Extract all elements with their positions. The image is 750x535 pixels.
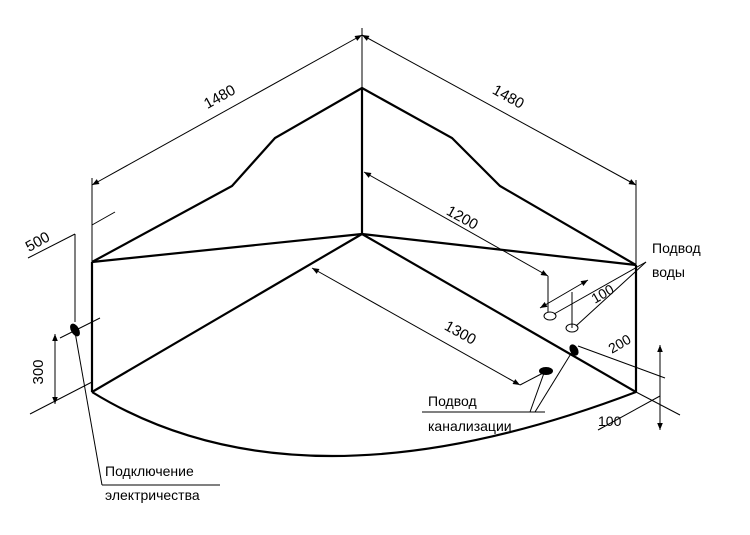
water-callout: Подвод воды	[553, 240, 701, 327]
dim-edge-offset-label: 100	[598, 413, 622, 429]
dim-height: 500	[23, 211, 116, 322]
bathtub-outline	[90, 87, 638, 457]
front-arc	[91, 390, 637, 457]
drain-label-line2: канализации	[428, 418, 512, 434]
dim-drain-offset: 200	[577, 331, 666, 420]
inner-left-bottom-edge	[91, 232, 363, 264]
electric-label-line1: Подключение	[105, 463, 194, 479]
dim-socket-height-label: 300	[30, 359, 47, 384]
dim-side-right: 1480	[361, 34, 637, 265]
water-label-line1: Подвод	[652, 240, 701, 256]
dim-diagonal: 1300	[311, 267, 546, 386]
water-label-line2: воды	[652, 264, 685, 280]
drain-callout: Подвод канализации	[422, 351, 573, 434]
electric-label-line2: электричества	[105, 487, 200, 503]
dim-side-left-label: 1480	[201, 82, 238, 113]
electric-callout: Подключение электричества	[74, 331, 220, 503]
drain-label-line1: Подвод	[428, 393, 477, 409]
base-left-edge	[91, 233, 363, 393]
drain-icon	[539, 367, 553, 375]
dim-socket-height: 300	[29, 334, 93, 415]
electrical-socket	[59, 317, 101, 339]
dim-edge-offset: 100	[597, 391, 681, 431]
dim-drain-offset-label: 200	[605, 331, 633, 357]
dim-inner-length-label: 1200	[443, 203, 480, 234]
dim-height-label: 500	[23, 229, 53, 256]
dim-inner-length: 1200	[363, 171, 549, 312]
water-outlet-1	[543, 311, 557, 321]
dim-water-spacing-label: 100	[588, 281, 616, 307]
inner-right-bottom-edge	[361, 232, 637, 267]
base-right-edge	[361, 233, 637, 393]
back-left-wall-top	[91, 87, 363, 263]
drain-fitting-icon	[569, 344, 579, 356]
dim-side-left: 1480	[91, 28, 363, 262]
